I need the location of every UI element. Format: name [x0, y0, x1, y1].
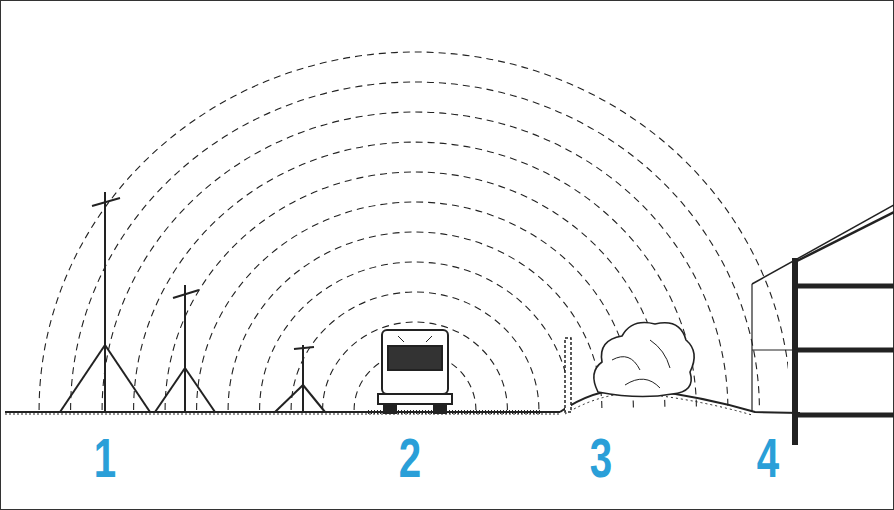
floor-slab: [795, 284, 894, 289]
roof-line: [795, 212, 894, 262]
measurement-poles: [60, 192, 325, 412]
light-stroke: [398, 336, 404, 342]
truck-cab: [382, 330, 448, 394]
ground-line: [5, 411, 560, 413]
callout-number: 2: [388, 430, 431, 486]
pole-leg: [303, 385, 325, 412]
pole-leg: [105, 345, 150, 412]
bush-texture: [612, 340, 670, 388]
pole-crossbar: [92, 198, 120, 206]
bush: [594, 323, 694, 397]
truck-windshield: [388, 346, 442, 370]
pole: [104, 192, 106, 412]
pole-leg: [185, 368, 215, 412]
pole: [302, 345, 304, 412]
pole-leg: [275, 385, 303, 412]
pole-leg: [60, 345, 105, 412]
truck: [378, 330, 452, 413]
light-stroke: [426, 336, 432, 342]
balcony-line: [752, 350, 795, 351]
floor-slab: [795, 413, 894, 418]
pole-crossbar: [294, 347, 314, 349]
sound-wave-arc: [71, 82, 760, 410]
pole-leg: [155, 368, 185, 412]
sound-waves: [39, 52, 788, 410]
truck-bumper: [378, 394, 452, 404]
pole: [184, 285, 186, 412]
truck-wheel: [384, 404, 396, 413]
sound-wave-arc: [323, 322, 508, 410]
callout-number: 1: [83, 430, 126, 486]
roof-line: [752, 205, 894, 284]
callout-number: 3: [579, 430, 622, 486]
sound-wave-arc: [291, 292, 539, 410]
facade-line: [751, 284, 752, 412]
sound-wave-arc: [39, 52, 788, 410]
floor-slab: [795, 348, 894, 353]
measuring-staff: [565, 338, 571, 412]
sound-wave-arc: [165, 172, 665, 410]
sound-wave-arc: [228, 232, 602, 410]
pole-crossbar: [173, 290, 199, 298]
truck-wheel: [434, 404, 446, 413]
sound-wave-arc: [134, 142, 697, 410]
callout-number: 4: [746, 430, 789, 486]
building: [752, 205, 894, 445]
